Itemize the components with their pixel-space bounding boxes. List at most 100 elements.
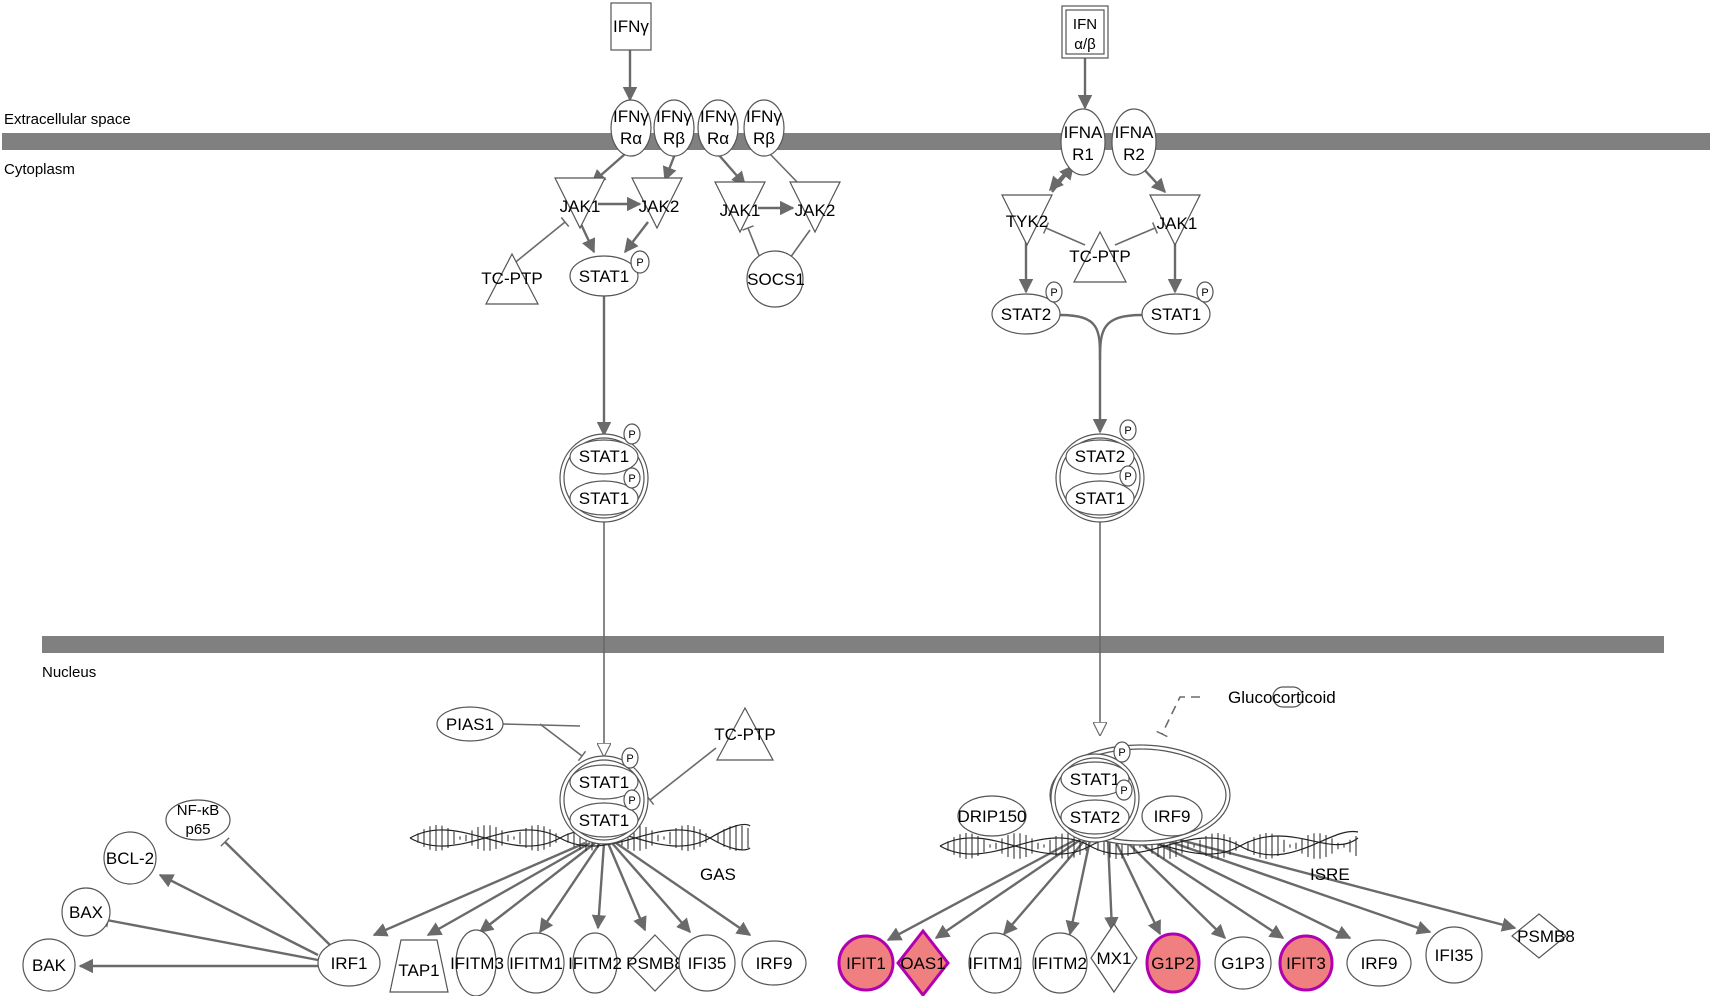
edge-pias1-inhibits-stat1: [539, 723, 587, 762]
stat1-label: STAT1: [579, 773, 629, 792]
node-ifnar2: IFNA R2: [1111, 108, 1157, 176]
ifitm1-label: IFITM1: [968, 954, 1022, 973]
ifngr-alpha-label-1: IFNγ: [613, 107, 649, 126]
ifit3-label: IFIT3: [1286, 954, 1326, 973]
node-jak2-left-b: JAK2: [789, 181, 841, 234]
node-isgf3-complex: STAT1 STAT2 P P IRF9: [1049, 741, 1231, 846]
phospho-badge: [1115, 779, 1133, 801]
dna-rungs: [947, 833, 1357, 859]
edge-stat2-to-dimer: [1059, 313, 1108, 434]
node-stat1-right-cytoplasm: STAT1 P: [1141, 281, 1214, 335]
node-ifit1: IFIT1: [837, 934, 895, 992]
edge-socs1-to-jak2: [789, 229, 811, 259]
irf9-label: IRF9: [756, 954, 793, 973]
edge-tcptp-inhibits-jak1-right: [1114, 222, 1159, 246]
ifi35-label: IFI35: [1435, 946, 1474, 965]
plasma-membrane: [2, 133, 1710, 150]
node-tap1: TAP1: [389, 939, 449, 993]
ifngr-alpha-label-2: Rα: [620, 129, 642, 148]
drip150-label: DRIP150: [958, 807, 1027, 826]
irf1-label: IRF1: [331, 954, 368, 973]
node-ifnab: IFN α/β: [1061, 5, 1109, 59]
g1p2-label: G1P2: [1151, 954, 1194, 973]
edge-stat1-to-dimer-right: [1098, 313, 1143, 361]
ifnab-label-1: IFN: [1073, 16, 1097, 33]
node-ifit3: IFIT3: [1278, 934, 1334, 992]
edge-gas-to-ifitm3: [478, 842, 596, 933]
node-glucocorticoid: Glucocorticoid: [1228, 686, 1336, 708]
phospho-badge: [1119, 465, 1137, 487]
edge-tyk2-to-ifnar1: [1051, 164, 1074, 193]
edge-isre-to-psmb8: [1179, 838, 1517, 932]
phospho-badge: [621, 747, 639, 769]
node-bax: BAX: [61, 887, 111, 937]
stat1-label: STAT1: [579, 447, 629, 466]
stat2-label: STAT2: [1070, 808, 1120, 827]
node-tcptp-left-cytoplasm: TC-PTP: [481, 252, 543, 305]
edge-isre-to-ifitm2: [1065, 839, 1092, 936]
phospho-label: P: [628, 429, 635, 441]
node-bak: BAK: [22, 938, 76, 992]
phospho-label: P: [1118, 747, 1125, 759]
edge-jak2-to-stat1: [624, 221, 649, 254]
ifitm3-label: IFITM3: [450, 954, 504, 973]
node-psmb8-right: PSMB8: [1511, 913, 1575, 959]
nfkb-label-2: p65: [185, 821, 210, 838]
edge-isre-to-g1p3: [1124, 839, 1227, 940]
ifit1-label: IFIT1: [846, 954, 886, 973]
phospho-label: P: [636, 257, 643, 269]
edge-gas-to-psmb8: [606, 842, 647, 932]
ifitm1-label: IFITM1: [509, 954, 563, 973]
ifngr-beta-2-label-2: Rβ: [753, 129, 775, 148]
pias1-label: PIAS1: [446, 715, 494, 734]
edge-irf1-to-bax: [94, 913, 319, 962]
edge-isre-to-ifit1: [886, 838, 1076, 942]
tcptp-label: TC-PTP: [714, 725, 775, 744]
edge-gas-to-irf1: [372, 841, 586, 937]
node-ifitm2-right: IFITM2: [1032, 932, 1088, 994]
phospho-badge: [1113, 741, 1131, 763]
node-ifitm1-right: IFITM1: [968, 932, 1022, 994]
node-ifitm3: IFITM3: [450, 929, 504, 996]
node-tyk2: TYK2: [1001, 194, 1053, 247]
phospho-badge: [1119, 419, 1137, 441]
phospho-label: P: [1201, 287, 1208, 299]
stat1-label: STAT1: [1151, 305, 1201, 324]
jak1-label: JAK1: [720, 201, 761, 220]
edge-isre-to-ifit3: [1134, 838, 1285, 940]
node-stat2-right-cytoplasm: STAT2 P: [991, 281, 1063, 335]
node-ifitm1-left: IFITM1: [507, 932, 565, 994]
gas-label: GAS: [700, 865, 736, 884]
node-g1p3: G1P3: [1214, 936, 1272, 990]
phospho-badge: [623, 423, 641, 445]
compartment-nucleus-label: Nucleus: [42, 664, 96, 681]
node-tcptp-nucleus: TC-PTP: [714, 706, 776, 761]
node-irf9-right: IRF9: [1346, 939, 1412, 987]
node-ifng: IFNγ: [610, 2, 652, 51]
mx1-label: MX1: [1097, 949, 1132, 968]
phospho-badge: [1045, 281, 1063, 303]
jak1-label: JAK1: [1157, 214, 1198, 233]
node-stat2-stat1-dimer: STAT2 STAT1 P P: [1055, 419, 1145, 523]
phospho-label: P: [628, 473, 635, 485]
nuclear-membrane: [42, 636, 1664, 653]
node-ifi35-right: IFI35: [1425, 926, 1483, 984]
phospho-badge: [623, 467, 641, 489]
stat1-label: STAT1: [579, 489, 629, 508]
irf9-label: IRF9: [1154, 807, 1191, 826]
phospho-label: P: [1050, 287, 1057, 299]
tyk2-label: TYK2: [1006, 212, 1049, 231]
psmb8-label: PSMB8: [626, 954, 684, 973]
node-oas1: OAS1: [896, 928, 950, 996]
stat1-label: STAT1: [579, 811, 629, 830]
glucocorticoid-label: Glucocorticoid: [1228, 688, 1336, 707]
node-pias1: PIAS1: [436, 706, 504, 742]
node-jak1-left-a: JAK1: [554, 177, 606, 230]
edge-irf1-to-bcl2: [158, 873, 319, 957]
node-ifnar1: IFNA R1: [1060, 108, 1106, 176]
ifngr-beta-label-1: IFNγ: [656, 107, 692, 126]
phospho-label: P: [1124, 471, 1131, 483]
isre-target-edges: [886, 838, 1517, 942]
isre-label: ISRE: [1310, 865, 1350, 884]
